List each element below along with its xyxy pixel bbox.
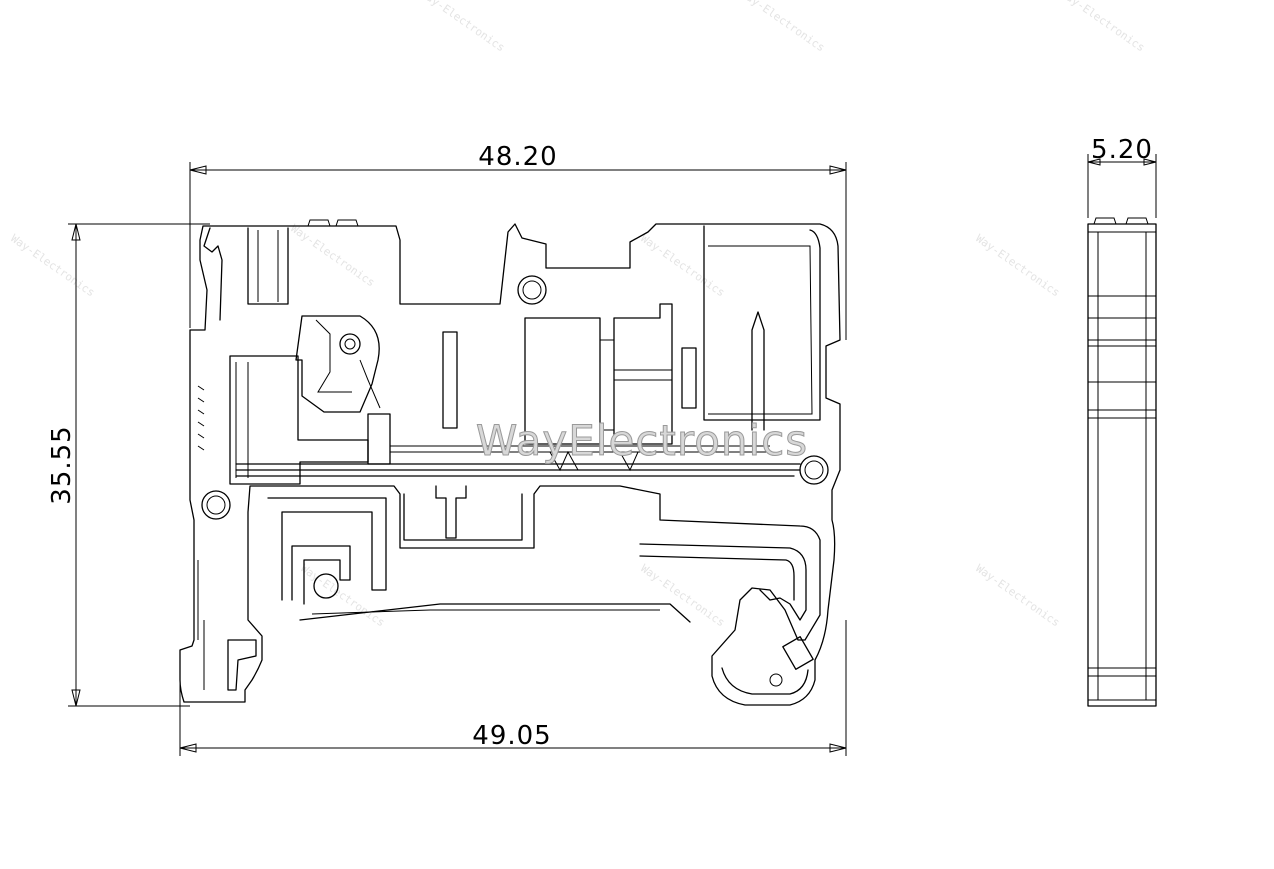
dim-height-label: 35.55 (47, 425, 77, 504)
watermark-stamp: Way-Electronics (288, 222, 377, 290)
dim-width-top-label: 48.20 (478, 142, 557, 172)
center-lower-frame (403, 493, 523, 541)
center-block-divider (600, 339, 672, 431)
center-block-right (613, 303, 673, 445)
dimension-lines: 48.20 49.05 35.55 5.20 (47, 135, 1157, 756)
front-view (179, 219, 841, 706)
lever-detail (315, 319, 381, 409)
slot-right (681, 347, 697, 409)
dim-bottom-arrows (179, 743, 847, 753)
indicator-slot (442, 331, 458, 429)
lower-hole (313, 573, 339, 599)
screw-hole-top (517, 275, 547, 305)
screw-hole-left-inner (206, 495, 226, 515)
wire-entry-box (229, 355, 369, 485)
dim-thickness-line (1087, 154, 1157, 218)
watermark-stamp: Way-Electronics (973, 232, 1062, 300)
side-view-lines (1088, 231, 1156, 701)
busbar (235, 463, 801, 477)
side-view (1087, 217, 1157, 707)
watermark-pattern: Way-Electronics Way-Electronics Way-Elec… (8, 0, 1147, 629)
watermark-stamp: Way-Electronics (638, 562, 727, 630)
watermark-stamp: Way-Electronics (1058, 0, 1147, 54)
front-view-outline (179, 223, 841, 706)
watermark-stamp: Way-Electronics (973, 562, 1062, 630)
dim-width-bottom-label: 49.05 (472, 721, 551, 751)
lower-hook-left (291, 545, 351, 605)
top-tab-left (307, 219, 331, 227)
center-block-large (524, 317, 601, 445)
left-foot-detail (197, 560, 205, 690)
right-upper-chamber-inner (708, 245, 813, 415)
dim-top-line (189, 162, 847, 340)
brand-watermark: WayElectronics (476, 416, 808, 465)
watermark-stamp: Way-Electronics (638, 232, 727, 300)
center-lower-fork (435, 485, 467, 539)
busbar-teeth (549, 450, 639, 472)
left-edge-teeth (197, 385, 205, 451)
top-left-slot-inner (257, 230, 279, 302)
dim-thickness-arrows (1087, 158, 1157, 166)
watermark-stamp: Way-Electronics (738, 0, 827, 54)
clamp-lever (295, 315, 380, 413)
busbar-upper (390, 445, 770, 453)
screw-hole-right-inner (804, 460, 824, 480)
dim-bottom-line (179, 620, 847, 756)
right-foot-latch (782, 636, 814, 670)
right-lower-bracket (639, 543, 807, 621)
screw-hole-left (201, 490, 231, 520)
lower-channel-left (267, 497, 387, 601)
clamp-block (367, 413, 391, 465)
lower-rail-inner (311, 609, 660, 615)
watermark-stamp: Way-Electronics (8, 232, 97, 300)
top-tab-right (335, 219, 359, 227)
spring-pin (751, 311, 765, 431)
side-view-outline (1087, 223, 1157, 707)
lever-pivot (339, 333, 361, 355)
left-foot (227, 639, 257, 691)
top-left-hook (203, 227, 223, 321)
wire-entry-inner (235, 362, 249, 478)
right-foot-hook (721, 667, 809, 695)
dim-height-arrows (71, 223, 81, 707)
side-view-top-tabs (1093, 217, 1149, 225)
right-upper-chamber (703, 225, 821, 421)
screw-hole-top-inner (522, 280, 542, 300)
top-left-slot (247, 227, 289, 305)
screw-hole-right (799, 455, 829, 485)
dim-top-arrows (189, 165, 847, 175)
lever-pivot-inner (344, 338, 356, 350)
watermark-stamp: Way-Electronics (418, 0, 507, 54)
dim-thickness-label: 5.20 (1091, 135, 1153, 165)
right-foot-hole (769, 673, 783, 687)
dim-height-line (68, 223, 210, 707)
